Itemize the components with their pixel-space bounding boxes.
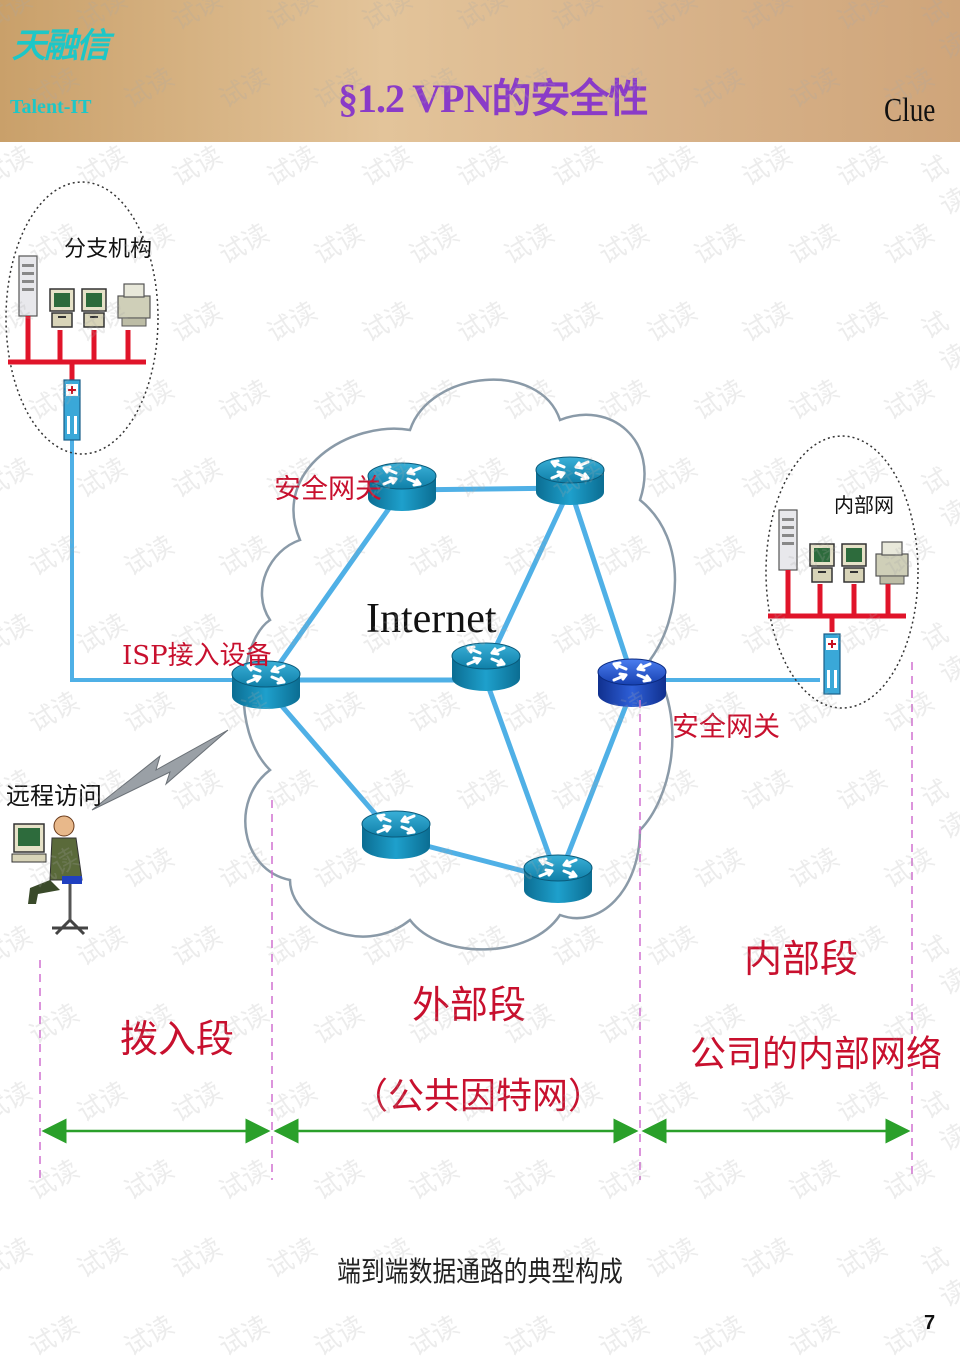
remote-access-label: 远程访问 <box>6 782 102 810</box>
wireless-link-icon <box>91 729 229 811</box>
remote-user-icon <box>11 815 88 936</box>
access-links <box>70 440 820 682</box>
external-segment-sublabel: （公共因特网） <box>352 1076 604 1117</box>
logo-text: 天融信 <box>12 26 110 66</box>
pc-icon <box>841 543 867 583</box>
internal-network-boundary <box>765 435 919 709</box>
internal-network-label: 内部网 <box>834 493 894 517</box>
page-number: 7 <box>924 1312 936 1334</box>
security-gateway-icon <box>596 657 668 709</box>
gateway-left-label: 安全网关 <box>274 474 382 505</box>
router-icon <box>360 809 432 861</box>
server-icon <box>18 255 38 317</box>
segment-dividers <box>39 662 913 1180</box>
server-icon <box>778 509 798 571</box>
printer-icon <box>117 283 151 327</box>
printer-icon <box>875 541 909 585</box>
isp-device-label: ISP接入设备 <box>122 641 272 671</box>
internal-segment-label: 内部段 <box>744 937 858 981</box>
network-links <box>265 485 635 883</box>
pc-icon <box>49 288 75 328</box>
internal-segment-sublabel: 公司的内部网络 <box>690 1034 942 1075</box>
branch-office-label: 分支机构 <box>64 237 152 262</box>
router-icon <box>534 455 606 507</box>
firewall-switch-icon <box>823 633 841 695</box>
branch-office-boundary <box>5 181 159 455</box>
pc-icon <box>81 288 107 328</box>
router-icon <box>522 853 594 905</box>
pc-icon <box>809 543 835 583</box>
figure-caption: 端到端数据通路的典型构成 <box>337 1255 623 1288</box>
logo-subtext: Talent-IT <box>10 96 92 118</box>
lan-bus <box>8 316 146 380</box>
dialin-segment-label: 拨入段 <box>120 1017 234 1061</box>
firewall-switch-icon <box>63 379 81 441</box>
vpn-network-diagram: 分支机构 内部网 Internet 安全网关 安全网关 ISP接入设备 远程访问… <box>5 181 942 1180</box>
external-segment-label: 外部段 <box>412 983 526 1027</box>
lan-bus <box>768 570 906 632</box>
gateway-right-label: 安全网关 <box>672 712 780 743</box>
router-icon <box>450 641 522 693</box>
slide-title: §1.2 VPN的安全性 <box>338 76 648 121</box>
internet-label: Internet <box>366 596 497 642</box>
slide-header: 天融信 Talent-IT §1.2 VPN的安全性 Clue <box>0 0 960 142</box>
corner-label: Clue <box>884 92 936 129</box>
